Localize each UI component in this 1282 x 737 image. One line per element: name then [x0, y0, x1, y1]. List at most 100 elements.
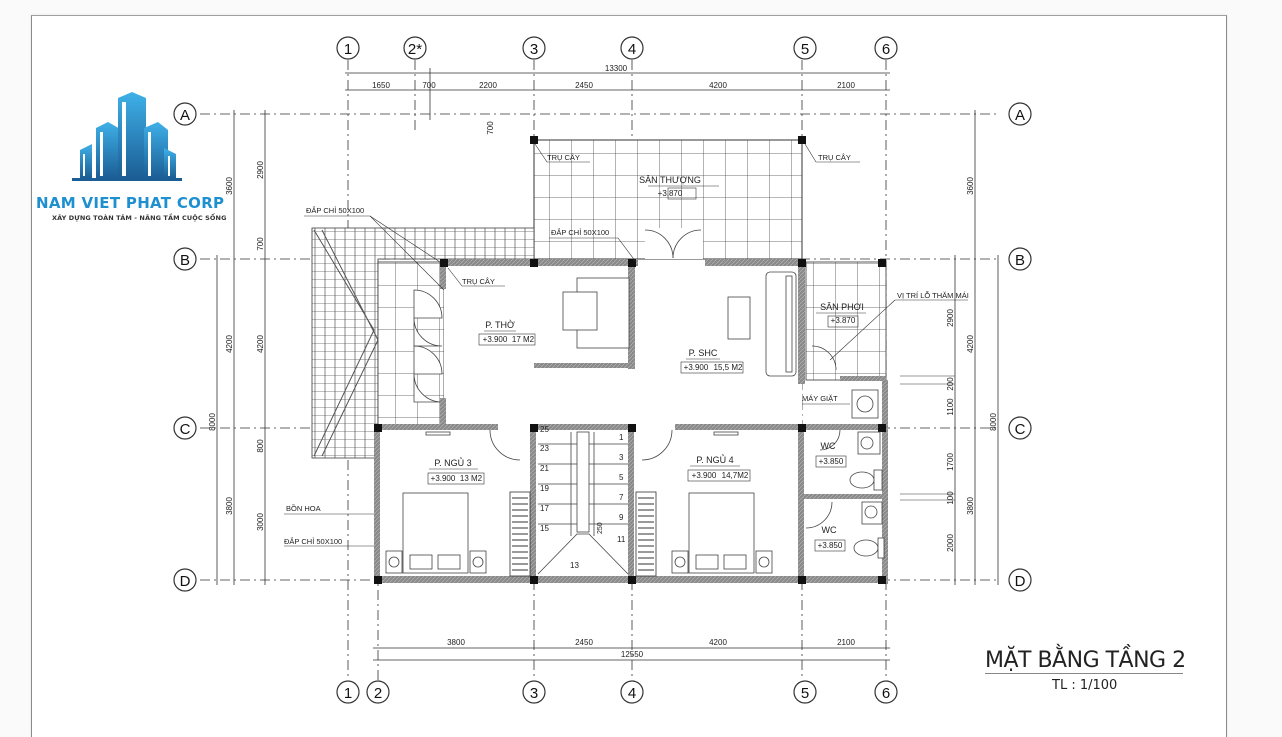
stair-step: 15: [540, 524, 549, 533]
grid-label: 3: [530, 41, 538, 58]
grid-bubbles: [173, 36, 1032, 704]
room-name: P. SHC: [689, 348, 718, 358]
stair-step: 25: [540, 425, 549, 434]
dim-bottom: 2450: [575, 638, 593, 647]
dim-left-inner: 700: [256, 237, 265, 251]
stair-step: 19: [540, 484, 549, 493]
room-area: 15,5 M2: [714, 363, 743, 372]
dim-right: 4200: [966, 335, 975, 353]
room-name: WC: [822, 525, 837, 535]
stair-step: 1: [619, 433, 624, 442]
annotation-label: TRỤ CÂY: [547, 153, 580, 162]
grid-label: A: [180, 107, 190, 124]
annotation-label: ĐẮP CHỈ 50X100: [551, 228, 609, 237]
roof-area: [311, 227, 535, 459]
grid-label: D: [1015, 573, 1026, 590]
annotation-label: TRỤ CÂY: [818, 153, 851, 162]
dim-top: 2200: [479, 81, 497, 90]
furniture: [385, 271, 885, 574]
title-underline: [985, 673, 1183, 674]
stair-landing: 13: [570, 561, 579, 570]
room-area: 17 M2: [512, 335, 535, 344]
annotation-label: BỒN HOA: [286, 503, 321, 513]
stair-step: 9: [619, 513, 624, 522]
stair-step: 7: [619, 493, 624, 502]
dim-bottom: 2100: [837, 638, 855, 647]
dim-top-total: 13300: [605, 64, 628, 73]
drawing-scale: TL : 1/100: [1052, 678, 1118, 693]
grid-label: 5: [801, 685, 809, 702]
stair-tread-dim: 250: [597, 522, 604, 534]
grid-label: C: [1015, 421, 1026, 438]
annotation-label: ĐẮP CHỈ 50X100: [284, 537, 342, 546]
dim-left-inner: 4200: [256, 335, 265, 353]
grid-label: B: [180, 252, 190, 269]
dim-left: 4200: [225, 335, 234, 353]
room-name: P. NGỦ 4: [696, 454, 733, 465]
staircase: [537, 431, 629, 575]
company-slogan: XÂY DỰNG TOÀN TÂM - NÂNG TẦM CUỘC SỐNG: [52, 214, 227, 222]
room-level: +3.900: [431, 474, 456, 483]
dim-left-inner: 800: [256, 439, 265, 453]
dim-right-inner: 2900: [946, 309, 955, 327]
dim-top: 4200: [709, 81, 727, 90]
room-name: SÂN THƯỢNG: [639, 175, 701, 185]
room-name: WC: [821, 441, 836, 451]
dim-left-inner: 2900: [256, 161, 265, 179]
grid-label: 1: [344, 41, 352, 58]
room-level: +3.870: [831, 316, 856, 325]
dim-left: 3600: [225, 177, 234, 195]
dim-top: 1650: [372, 81, 390, 90]
dim-right-inner: 100: [946, 491, 955, 505]
dim-left-inner: 3000: [256, 513, 265, 531]
dim-right-total: 8000: [989, 413, 998, 431]
annotation-label: TRỤ CÂY: [462, 277, 495, 286]
room-level: +3.900: [684, 363, 709, 372]
stair-step: 23: [540, 444, 549, 453]
room-name: SÂN PHƠI: [820, 302, 864, 312]
dim-bottom-total: 12550: [621, 650, 644, 659]
dim-right: 3600: [966, 177, 975, 195]
room-name: P. THỜ: [485, 320, 515, 330]
stair-step: 3: [619, 453, 624, 462]
stair-step: 17: [540, 504, 549, 513]
dim-right-inner: 1700: [946, 453, 955, 471]
room-name: P. NGỦ 3: [434, 457, 471, 468]
dim-top: 700: [422, 81, 436, 90]
grid-label: C: [180, 421, 191, 438]
company-name: NAM VIET PHAT CORP: [36, 194, 225, 212]
grid-label: 6: [882, 685, 890, 702]
room-area: 13 M2: [460, 474, 483, 483]
dim-right: 3800: [966, 497, 975, 515]
room-level: +3.870: [658, 189, 683, 198]
grid-label: A: [1015, 107, 1025, 124]
annotation-label: VỊ TRÍ LỖ THĂM MÁI: [897, 291, 969, 300]
dim-top: 2100: [837, 81, 855, 90]
dim-left-total: 8000: [208, 413, 217, 431]
grid-label: 4: [628, 41, 636, 58]
dim-side: 700: [486, 121, 495, 135]
stair-step: 21: [540, 464, 549, 473]
dim-left: 3800: [225, 497, 234, 515]
grid-label: 5: [801, 41, 809, 58]
grid-label: 1: [344, 685, 352, 702]
room-level: +3.850: [818, 541, 843, 550]
room-level: +3.900: [692, 471, 717, 480]
grid-label: 4: [628, 685, 636, 702]
dim-bottom: 4200: [709, 638, 727, 647]
annotation-label: ĐẮP CHỈ 50X100: [306, 206, 364, 215]
dim-top: 2450: [575, 81, 593, 90]
room-level: +3.850: [819, 457, 844, 466]
grid-label: 6: [882, 41, 890, 58]
buildings-logo-icon: [72, 92, 182, 181]
dim-right-inner: 1100: [946, 398, 955, 416]
dim-right-inner: 2000: [946, 534, 955, 552]
dim-bottom: 3800: [447, 638, 465, 647]
grid-label: 3: [530, 685, 538, 702]
grid-label: 2*: [408, 41, 422, 58]
room-level: +3.900: [483, 335, 508, 344]
annotation-label: MÁY GIẶT: [802, 394, 838, 403]
stair-step: 5: [619, 473, 624, 482]
grid-label: B: [1015, 252, 1025, 269]
grid-label: D: [180, 573, 191, 590]
